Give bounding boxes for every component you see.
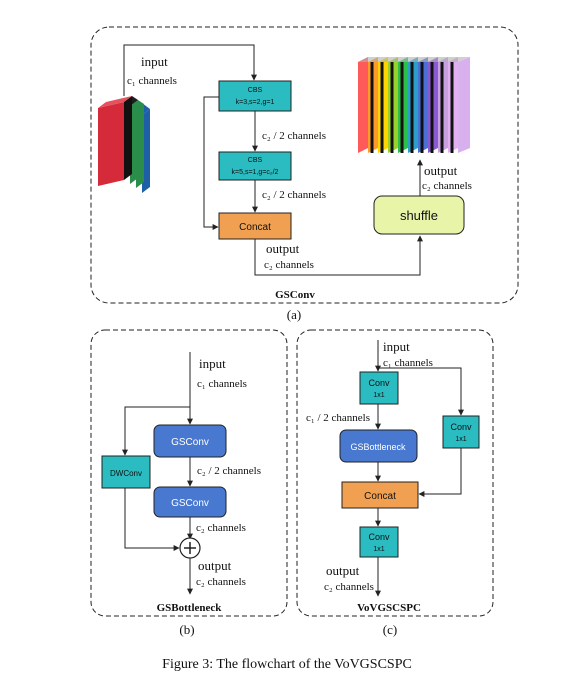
output-label-a1: output	[266, 241, 300, 256]
panel-c-border	[296, 329, 494, 617]
cbs-block-1	[218, 80, 292, 112]
shuffle-label: shuffle	[400, 208, 438, 223]
panel-a-title: GSConv	[275, 289, 315, 301]
concat-label-a: Concat	[239, 222, 271, 233]
half-channels-label-1: c₂ / 2 channels	[262, 130, 326, 142]
dwconv-block	[101, 455, 151, 489]
panel-b-caption: (b)	[179, 622, 194, 637]
panel-b-border	[90, 329, 288, 617]
conv-block-3	[359, 526, 399, 558]
half-channels-label-c: c₁ / 2 channels	[306, 412, 370, 424]
output-channels-a2: c₂ channels	[422, 180, 472, 192]
gsconv-2-label: GSConv	[171, 498, 209, 509]
cbs-2-params: k=5,s=1,g=c₂/2	[232, 169, 279, 176]
dwconv-label: DWConv	[110, 469, 142, 478]
input-label-b: input	[199, 356, 226, 371]
cbs-2-title: CBS	[248, 157, 263, 164]
input-feature-stack	[98, 96, 150, 193]
figure-caption: Figure 3: The flowchart of the VoVGSCSPC	[162, 657, 412, 672]
output-label-c: output	[326, 563, 360, 578]
conv-3-title: Conv	[368, 532, 390, 542]
output-channels-a1: c₂ channels	[264, 259, 314, 271]
conv-block-1	[359, 371, 399, 405]
input-channels-a: c₁ channels	[127, 75, 177, 87]
half-channels-label-2: c₂ / 2 channels	[262, 189, 326, 201]
conv-1-title: Conv	[368, 378, 390, 388]
panel-a-caption: (a)	[287, 307, 301, 322]
gsbottleneck-label: GSBottleneck	[350, 442, 406, 452]
cbs-block-2	[218, 151, 292, 181]
conv-1-sub: 1x1	[373, 392, 384, 399]
panel-b-title: GSBottleneck	[157, 602, 223, 614]
input-channels-c: c₁ channels	[383, 357, 433, 369]
cbs-1-title: CBS	[248, 87, 263, 94]
output-label-a2: output	[424, 163, 458, 178]
conv-3-sub: 1x1	[373, 546, 384, 553]
concat-block-c	[341, 481, 419, 509]
output-label-b: output	[198, 558, 232, 573]
cbs-1-params: k=3,s=2,g=1	[236, 99, 275, 106]
panel-a-border	[90, 26, 519, 304]
input-label-c: input	[383, 339, 410, 354]
conv-2-title: Conv	[450, 422, 472, 432]
gsconv-1-label: GSConv	[171, 437, 209, 448]
panel-c-title: VoVGSCSPC	[357, 602, 421, 614]
panel-c-caption: (c)	[383, 622, 397, 637]
half-channels-label-b: c₂ / 2 channels	[197, 465, 261, 477]
conv-block-2	[442, 415, 480, 449]
c2-label-b: c₂ channels	[196, 522, 246, 534]
output-channels-c: c₂ channels	[324, 581, 374, 593]
concat-label-c: Concat	[364, 491, 396, 502]
input-label-a: input	[141, 54, 168, 69]
shuffle-block	[373, 195, 465, 235]
output-channels-b: c₂ channels	[196, 576, 246, 588]
concat-block-a	[218, 212, 292, 240]
output-feature-stack	[358, 57, 470, 153]
conv-2-sub: 1x1	[455, 436, 466, 443]
input-channels-b: c₁ channels	[197, 378, 247, 390]
